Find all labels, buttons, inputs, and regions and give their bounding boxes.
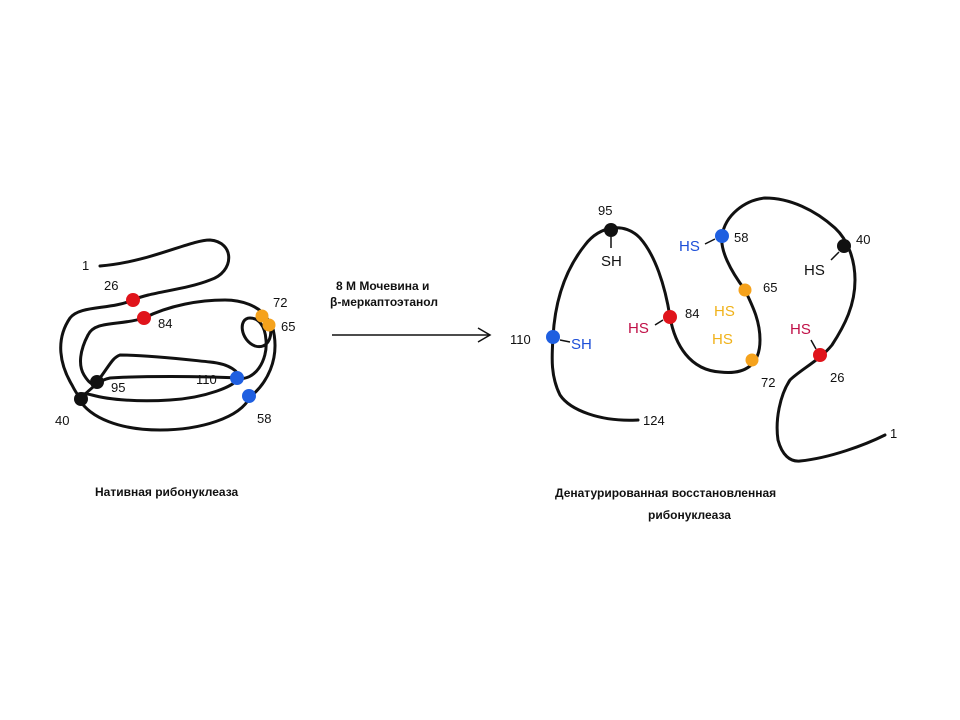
d-cys58-dot (715, 229, 729, 243)
stem-40 (830, 251, 840, 261)
d-hs-40: HS (804, 262, 825, 279)
native-caption: Нативная рибонуклеаза (95, 485, 239, 499)
d-label-95: 95 (598, 203, 612, 218)
d-label-40: 40 (856, 232, 870, 247)
d-hs-65: HS (714, 303, 735, 320)
cys84-dot (137, 311, 151, 325)
d-label-124: 124 (643, 413, 665, 428)
d-cys65-dot (738, 283, 752, 297)
d-label-110: 110 (510, 332, 531, 347)
d-hs-84: HS (628, 320, 649, 337)
d-label-65: 65 (763, 280, 777, 295)
cys95-dot (90, 375, 104, 389)
d-sh-110: SH (571, 336, 592, 353)
cys26-dot (126, 293, 140, 307)
d-cys40-dot (837, 239, 851, 253)
d-hs-26: HS (790, 321, 811, 338)
d-cys84-dot (663, 310, 677, 324)
cys72-dot (255, 309, 269, 323)
stem-84 (654, 319, 664, 326)
d-label-84: 84 (685, 306, 699, 321)
cys65-dot (262, 318, 276, 332)
native-label-110: 110 (196, 372, 217, 387)
denatured-caption-line1: Денатурированная восстановленная (555, 486, 776, 500)
reaction-arrow-group: 8 М Мочевина и β-меркаптоэтанол (330, 279, 492, 343)
native-label-95: 95 (111, 380, 125, 395)
d-hs-72: HS (712, 331, 733, 348)
stem-58 (704, 238, 716, 245)
native-ribonuclease: 1 26 84 72 65 95 40 110 58 Нативная рибо… (55, 238, 295, 499)
native-label-58: 58 (257, 411, 271, 426)
d-label-58: 58 (734, 230, 748, 245)
cys110-dot (230, 371, 244, 385)
d-label-72: 72 (761, 375, 775, 390)
native-label-65: 65 (281, 319, 295, 334)
d-cys110-dot (546, 330, 560, 344)
cys58-dot (242, 389, 256, 403)
d-sh-95: SH (601, 253, 622, 270)
d-cys72-dot (745, 353, 759, 367)
reaction-arrow-head (477, 327, 492, 343)
arrow-reagent-line2: β-меркаптоэтанол (330, 295, 438, 309)
denatured-caption-line2: рибонуклеаза (648, 508, 731, 522)
d-hs-58: HS (679, 238, 700, 255)
denatured-chain (550, 196, 887, 463)
stem-110 (559, 339, 571, 343)
native-label-72: 72 (273, 295, 287, 310)
native-label-1: 1 (82, 258, 89, 273)
native-chain (59, 238, 277, 432)
native-label-26: 26 (104, 278, 118, 293)
denatured-ribonuclease: 95 SH 110 SH 124 HS 84 HS 58 HS 65 HS 72… (510, 196, 897, 522)
arrow-reagent-line1: 8 М Мочевина и (336, 279, 429, 293)
d-cys26-dot (813, 348, 827, 362)
stem-26 (810, 339, 817, 350)
d-label-26: 26 (830, 370, 844, 385)
d-label-1: 1 (890, 426, 897, 441)
d-cys95-dot (604, 223, 618, 237)
cys40-dot (74, 392, 88, 406)
native-label-40: 40 (55, 413, 69, 428)
native-label-84: 84 (158, 316, 172, 331)
